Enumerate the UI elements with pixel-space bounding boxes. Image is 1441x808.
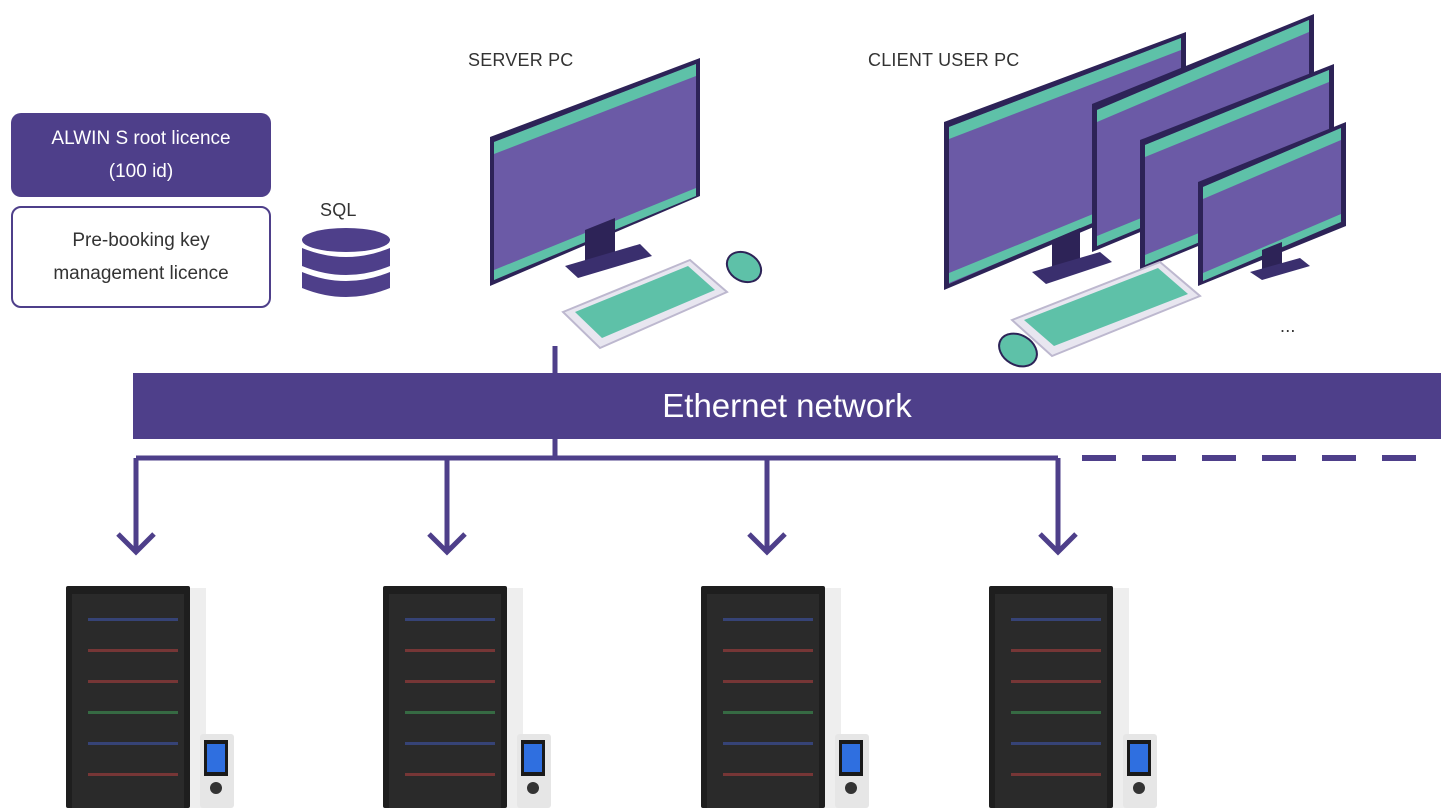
- prebooking-licence-line1: Pre-booking key: [72, 230, 210, 251]
- server-pc-label: SERVER PC: [468, 50, 574, 70]
- arrow-cabinet-1: [116, 458, 156, 556]
- key-cabinet-icon: [701, 586, 869, 808]
- root-licence-line2: (100 id): [108, 161, 174, 182]
- database-icon: [302, 228, 390, 297]
- server-keyboard-icon: [561, 258, 729, 350]
- key-cabinet-icon: [383, 586, 551, 808]
- root-licence-box: ALWIN S root licence (100 id): [11, 113, 271, 197]
- key-cabinet-icon: [66, 586, 234, 808]
- ethernet-network-bar: Ethernet network: [133, 373, 1441, 439]
- root-licence-line1: ALWIN S root licence: [51, 128, 231, 149]
- sql-label: SQL: [320, 200, 357, 220]
- more-clients-ellipsis: ...: [1280, 316, 1296, 336]
- client-mouse-icon: [998, 332, 1038, 368]
- prebooking-licence-line2: management licence: [53, 263, 229, 284]
- prebooking-licence-box: Pre-booking key management licence: [11, 206, 271, 308]
- arrow-cabinet-3: [747, 458, 787, 556]
- arrow-cabinet-2: [427, 458, 467, 556]
- client-keyboard-icon: [1010, 260, 1202, 358]
- server-monitor-icon: [490, 58, 700, 286]
- server-mouse-icon: [725, 250, 763, 284]
- key-cabinet-icon: [989, 586, 1157, 808]
- client-user-pc-label: CLIENT USER PC: [868, 50, 1020, 70]
- arrow-cabinet-4: [1038, 458, 1078, 556]
- client-monitor-icon-4: [1198, 122, 1346, 286]
